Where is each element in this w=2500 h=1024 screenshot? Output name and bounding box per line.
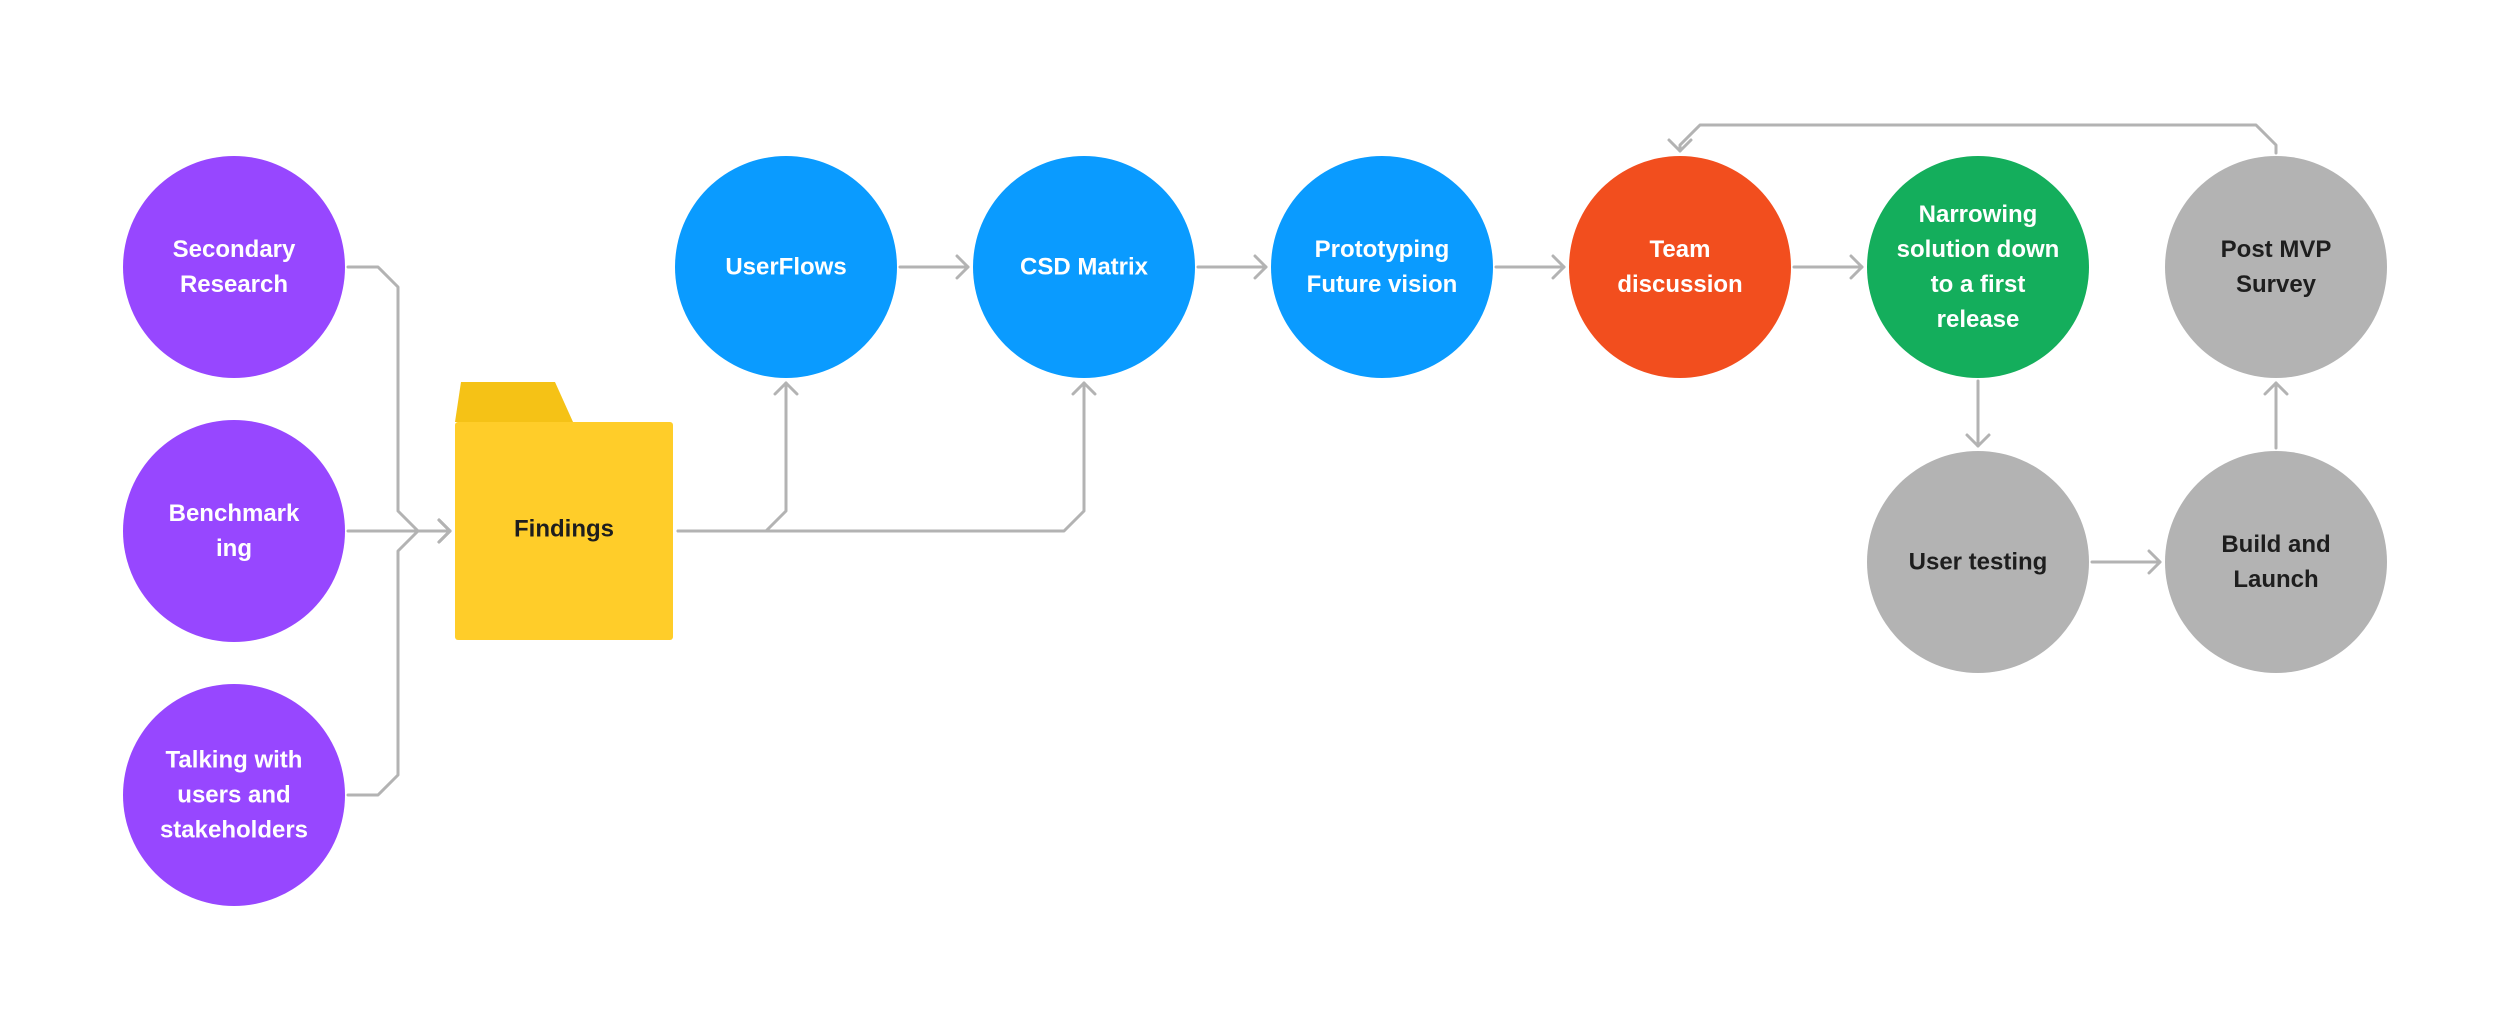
connector-userflows-to-csd-matrix [898, 254, 970, 280]
node-label-line: User testing [1909, 549, 2048, 576]
connector-line [346, 529, 452, 797]
arrow-icon [1965, 433, 1991, 448]
connector-csd-matrix-to-prototyping [1196, 254, 1268, 280]
connector-talking-with-users-to-findings [346, 518, 452, 797]
node-circle [123, 420, 345, 642]
node-label: Post MVP Survey [2221, 236, 2332, 298]
node-label-line: Launch [2233, 566, 2318, 593]
node-circle [123, 684, 345, 906]
node-benchmarking[interactable]: Benchmark ing [123, 420, 345, 642]
node-circle [1867, 451, 2089, 673]
node-label-line: discussion [1617, 271, 1742, 298]
node-post-mvp-survey[interactable]: Post MVP Survey [2165, 156, 2387, 378]
node-label-line: Prototyping [1315, 236, 1450, 263]
arrow-icon [2263, 381, 2289, 396]
node-circle [123, 156, 345, 378]
node-circle [1271, 156, 1493, 378]
node-label-line: Findings [514, 516, 614, 543]
node-label-line: Survey [2236, 271, 2317, 298]
connectors-layer [346, 123, 2289, 797]
node-circle [2165, 451, 2387, 673]
node-label-line: Benchmark [169, 500, 300, 527]
node-circle [675, 156, 897, 378]
node-userflows[interactable]: UserFlows [675, 156, 897, 378]
node-label-line: Team [1650, 236, 1711, 263]
node-circle [1867, 156, 2089, 378]
connector-findings-to-csd-matrix [676, 381, 1097, 533]
connector-user-testing-to-build-and-launch [2090, 549, 2162, 575]
connector-prototyping-to-team-discussion [1494, 254, 1566, 280]
node-user-testing[interactable]: User testing [1867, 451, 2089, 673]
node-label-line: Narrowing [1919, 201, 2038, 228]
folder-tab [455, 382, 573, 422]
connector-line [676, 381, 788, 533]
node-label: Findings [514, 516, 614, 543]
node-label-line: CSD Matrix [1020, 254, 1149, 281]
node-circle [2165, 156, 2387, 378]
node-label-line: Secondary [173, 236, 296, 263]
node-label-line: solution down [1897, 236, 2060, 263]
connector-line [1678, 123, 2278, 155]
node-label: Narrowing solution down to a first release [1897, 201, 2060, 333]
connector-line [676, 381, 1086, 533]
node-circle [973, 156, 1195, 378]
node-label-line: Talking with [166, 747, 303, 774]
node-label: UserFlows [725, 254, 846, 281]
node-circle [1569, 156, 1791, 378]
node-label: Benchmark ing [169, 500, 300, 562]
node-label-line: to a first [1931, 271, 2026, 298]
connector-build-and-launch-to-post-mvp-survey [2263, 381, 2289, 450]
arrow-icon [773, 381, 799, 396]
arrow-icon [955, 254, 970, 280]
node-label: Talking with users and stakeholders [160, 747, 308, 844]
node-csd-matrix[interactable]: CSD Matrix [973, 156, 1195, 378]
arrow-icon [1667, 138, 1693, 153]
node-label-line: Research [180, 271, 288, 298]
node-narrowing-solution[interactable]: Narrowing solution down to a first release [1867, 156, 2089, 378]
connector-secondary-research-to-findings [346, 265, 452, 544]
node-talking-with-users[interactable]: Talking with users and stakeholders [123, 684, 345, 906]
connector-line [346, 265, 452, 533]
arrow-icon [1071, 381, 1097, 396]
node-label: CSD Matrix [1020, 254, 1149, 281]
node-label-line: Post MVP [2221, 236, 2332, 263]
node-label: Team discussion [1617, 236, 1742, 298]
connector-narrowing-solution-to-user-testing [1965, 379, 1991, 448]
arrow-icon [1551, 254, 1566, 280]
folder-icon [455, 382, 673, 640]
connector-team-discussion-to-narrowing-solution [1792, 254, 1864, 280]
node-label: User testing [1909, 549, 2048, 576]
node-findings[interactable]: Findings [455, 382, 673, 640]
node-label-line: stakeholders [160, 817, 308, 844]
node-label-line: users and [177, 782, 290, 809]
node-label-line: release [1937, 306, 2020, 333]
node-label-line: UserFlows [725, 254, 846, 281]
connector-post-mvp-survey-to-team-discussion [1667, 123, 2278, 155]
arrow-icon [2147, 549, 2162, 575]
arrow-icon [1253, 254, 1268, 280]
connector-findings-to-userflows [676, 381, 799, 533]
arrow-icon [1849, 254, 1864, 280]
node-label-line: ing [216, 535, 252, 562]
node-label-line: Future vision [1307, 271, 1458, 298]
folder-body [455, 422, 673, 640]
arrow-icon [437, 518, 452, 544]
node-label-line: Build and [2221, 531, 2330, 558]
node-team-discussion[interactable]: Team discussion [1569, 156, 1791, 378]
